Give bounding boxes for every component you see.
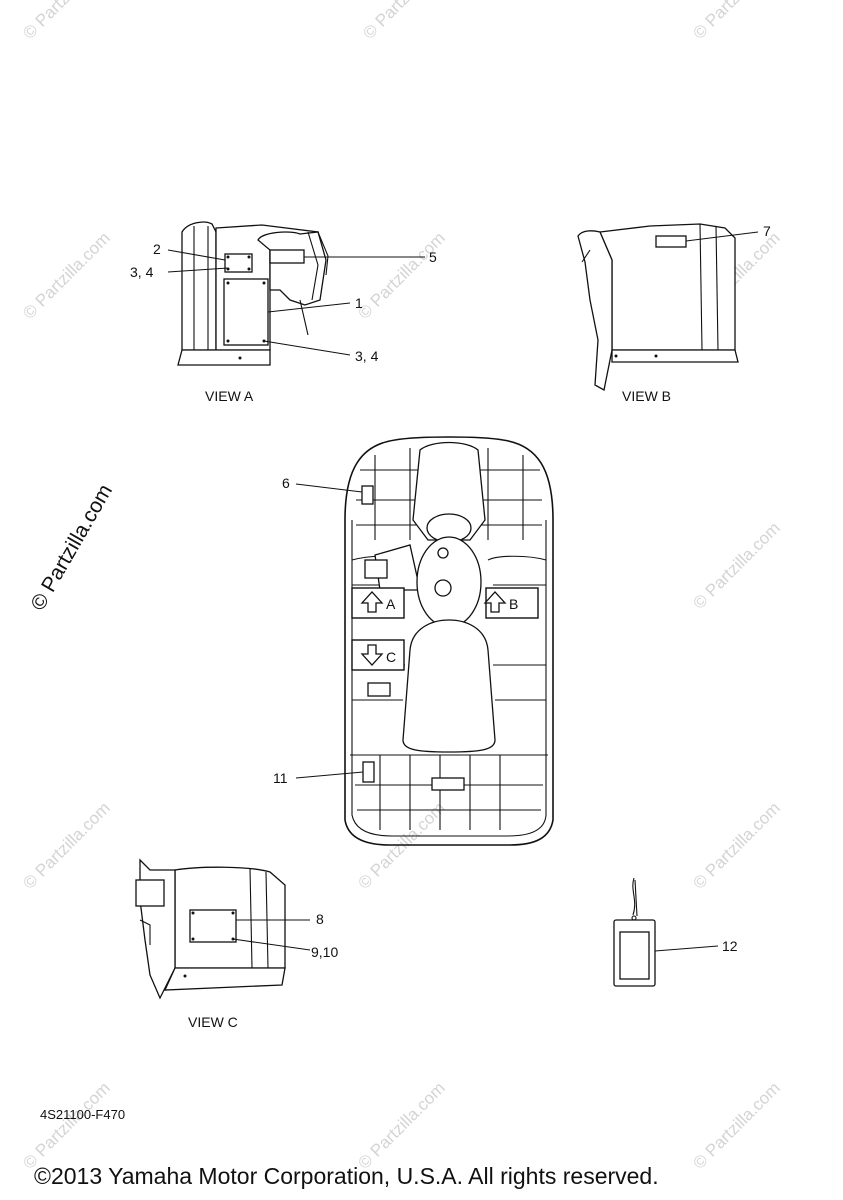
view-c-arrow-marker <box>351 639 405 671</box>
watermark: © Partzilla.com <box>19 798 113 892</box>
callout-3-4: 3, 4 <box>355 348 379 364</box>
view-b-label: VIEW B <box>622 388 671 404</box>
callout-7: 7 <box>763 223 771 239</box>
view-c-drawing <box>135 858 311 1000</box>
view-a-arrow-marker <box>351 587 405 619</box>
watermark: © Partzilla.com <box>359 0 453 43</box>
view-a-label: VIEW A <box>205 388 254 404</box>
watermark: © Partzilla.com <box>19 228 113 322</box>
watermark: © Partzilla.com <box>689 0 783 43</box>
callout-11: 11 <box>273 770 288 786</box>
callout-5: 5 <box>429 249 437 265</box>
view-a-drawing <box>167 221 425 366</box>
watermark: © Partzilla.com <box>689 798 783 892</box>
callout-2: 2 <box>153 241 161 257</box>
watermark: © Partzilla.com <box>689 518 783 612</box>
view-b-drawing <box>577 223 759 392</box>
callout-9-10: 9,10 <box>311 944 338 960</box>
arrow-b-label: B <box>509 596 518 612</box>
callout-3-4: 3, 4 <box>130 264 154 280</box>
atv-top-view <box>295 436 554 846</box>
watermark-large: © Partzilla.com <box>26 480 117 614</box>
watermark: © Partzilla.com <box>19 1078 113 1172</box>
view-c-label: VIEW C <box>188 1014 238 1030</box>
diagram-code: 4S21100-F470 <box>40 1107 126 1122</box>
callout-8: 8 <box>316 911 324 927</box>
view-b-arrow-marker <box>483 587 539 619</box>
callout-12: 12 <box>722 938 738 954</box>
watermark: © Partzilla.com <box>354 228 448 322</box>
watermark: © Partzilla.com <box>689 1078 783 1172</box>
copyright-notice: ©2013 Yamaha Motor Corporation, U.S.A. A… <box>34 1163 659 1189</box>
arrow-c-label: C <box>386 649 396 665</box>
callout-6: 6 <box>282 475 290 491</box>
watermark: © Partzilla.com <box>19 0 113 43</box>
tag-drawing <box>613 877 719 987</box>
watermark: © Partzilla.com <box>354 1078 448 1172</box>
arrow-a-label: A <box>386 596 396 612</box>
callout-1: 1 <box>355 295 363 311</box>
